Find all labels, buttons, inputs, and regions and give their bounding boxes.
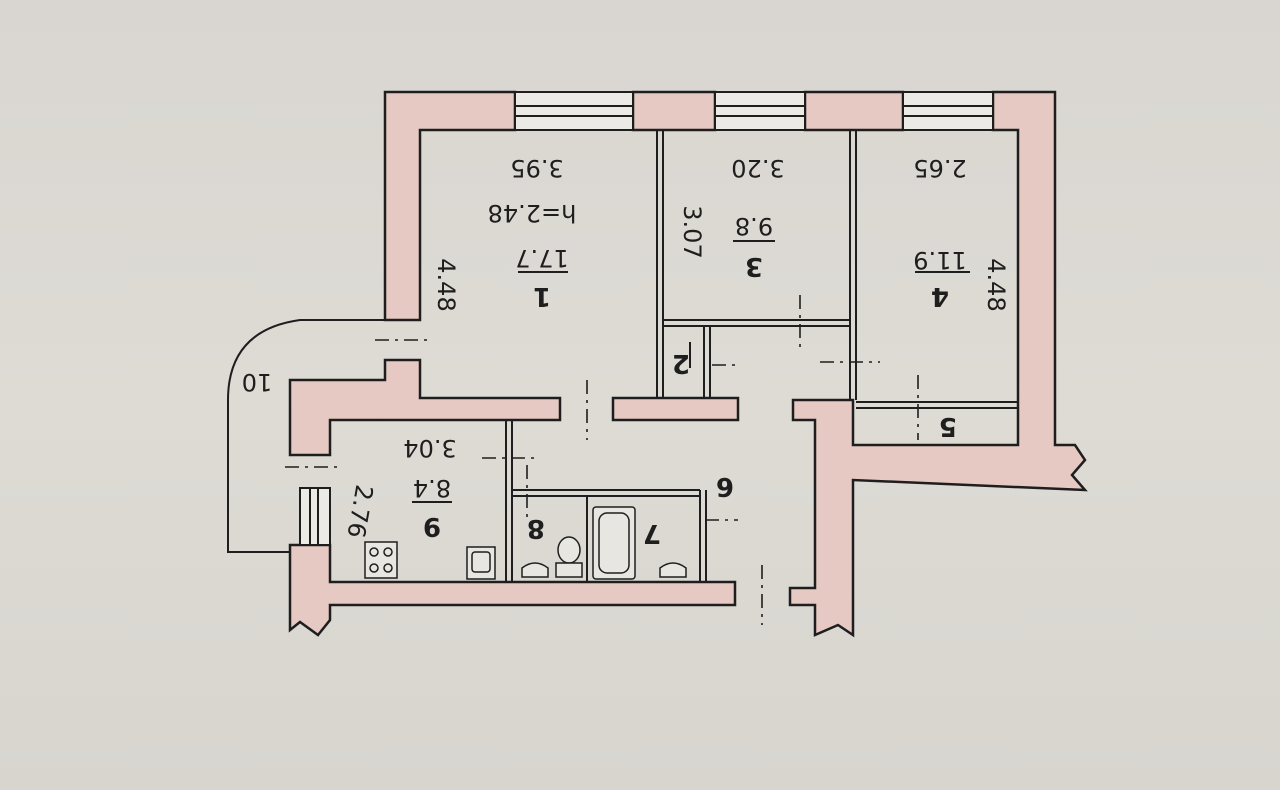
door-markers xyxy=(285,295,919,625)
toilet-icon xyxy=(555,536,583,578)
stove-icon xyxy=(364,541,398,579)
room-9-width: 3.04 xyxy=(403,434,456,462)
kitchen-sink-icon xyxy=(466,546,496,580)
room-3-area: 9.8 xyxy=(735,212,773,240)
room-1-number: 1 xyxy=(533,281,551,311)
windows xyxy=(299,91,994,546)
room-2-number: 2 xyxy=(672,348,690,378)
room-3-width: 3.20 xyxy=(731,154,784,182)
ceiling-height: h=2.48 xyxy=(488,199,577,227)
room-4-number: 4 xyxy=(931,281,949,311)
washbasin-icon xyxy=(521,562,549,578)
room-4-area: 11.9 xyxy=(913,246,966,274)
room-4-width: 2.65 xyxy=(913,154,966,182)
room-8-number: 8 xyxy=(527,513,545,543)
walls xyxy=(288,90,1088,638)
room-1-area: 17.7 xyxy=(515,244,568,272)
partitions xyxy=(505,130,1018,582)
room-4-length: 4.48 xyxy=(982,258,1010,311)
room-1-length: 4.48 xyxy=(432,258,460,311)
bathroom-sink-icon xyxy=(659,562,687,578)
room-10-number: 10 xyxy=(242,368,273,396)
room-3-length: 3.07 xyxy=(678,205,706,258)
room-5-number: 5 xyxy=(939,411,957,441)
bathtub-icon xyxy=(592,506,636,580)
room-3-number: 3 xyxy=(745,251,763,281)
room-6-number: 6 xyxy=(716,471,734,501)
room-9-number: 9 xyxy=(423,511,441,541)
room-7-number: 7 xyxy=(643,518,661,548)
room-1-width: 3.95 xyxy=(510,154,563,182)
balcony-outline xyxy=(227,319,385,553)
room-9-area: 8.4 xyxy=(413,474,451,502)
